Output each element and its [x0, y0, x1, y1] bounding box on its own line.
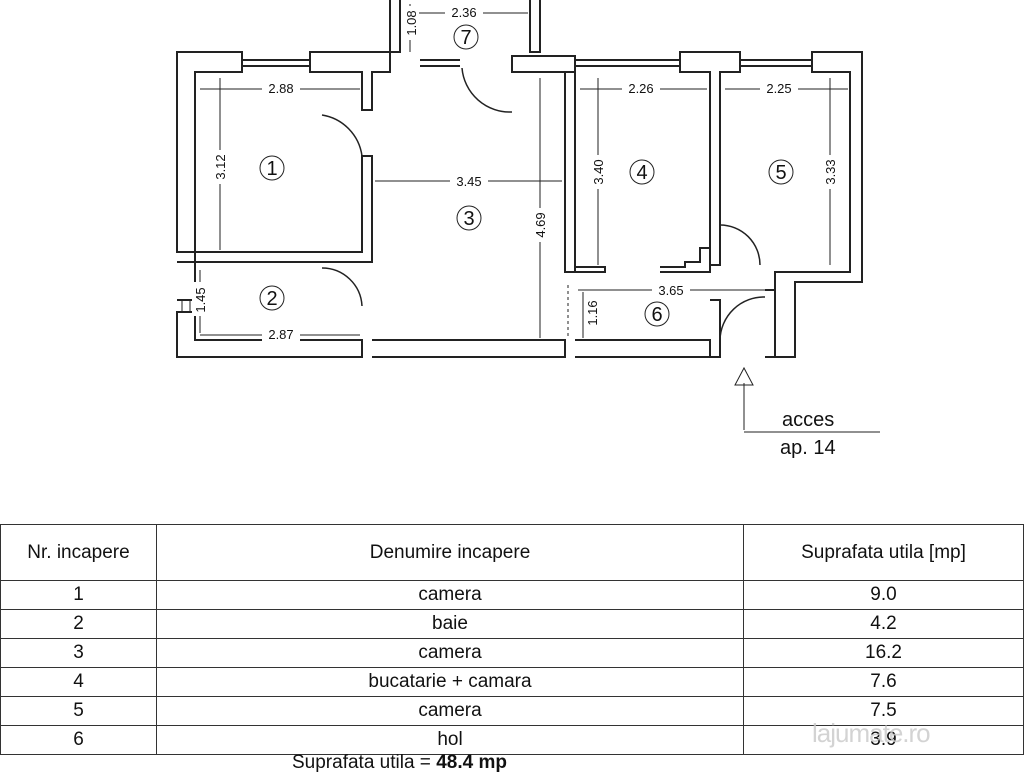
- access-label-line1: acces: [782, 409, 834, 431]
- room-area-table: Nr. incapere Denumire incapere Suprafata…: [0, 524, 1024, 755]
- cell-room-number: 3: [0, 638, 157, 668]
- dim-r3-width: 3.45: [456, 174, 481, 189]
- dim-r6-height: 1.16: [585, 300, 600, 325]
- cell-room-name: camera: [156, 638, 744, 668]
- room-marker-7: 7: [453, 24, 479, 50]
- room-number-7: 7: [460, 27, 471, 49]
- room-markers: 1 2 3 4 5 6 7: [259, 24, 794, 327]
- access-marker: [734, 366, 880, 433]
- table-row: 1 camera 9.0: [0, 580, 1024, 610]
- cell-room-number: 5: [0, 696, 157, 726]
- room-marker-6: 6: [644, 301, 670, 327]
- cell-room-area: 4.2: [743, 609, 1024, 639]
- dim-r4-width: 2.26: [628, 81, 653, 96]
- dim-r5-width: 2.25: [766, 81, 791, 96]
- cell-room-number: 1: [0, 580, 157, 610]
- room-marker-3: 3: [456, 205, 482, 231]
- dim-r6-width: 3.65: [658, 283, 683, 298]
- total-value: 48.4 mp: [436, 752, 507, 773]
- cell-room-area: 9.0: [743, 580, 1024, 610]
- table-row: 6 hol 3.9: [0, 725, 1024, 755]
- walls: [176, 0, 863, 358]
- access-label-line2: ap. 14: [780, 437, 836, 459]
- dim-r5-height: 3.33: [823, 159, 838, 184]
- cell-room-name: hol: [156, 725, 744, 755]
- cell-room-name: camera: [156, 696, 744, 726]
- cell-room-area: 3.9: [743, 725, 1024, 755]
- total-label: Suprafata utila =: [292, 752, 437, 773]
- table-row: 2 baie 4.2: [0, 609, 1024, 639]
- room-number-2: 2: [266, 288, 277, 310]
- header-room-number: Nr. incapere: [0, 524, 157, 581]
- room-marker-5: 5: [768, 159, 794, 185]
- total-useful-area: Suprafata utila = 48.4 mp: [292, 752, 507, 774]
- table-row: 3 camera 16.2: [0, 638, 1024, 668]
- table-row: 4 bucatarie + camara 7.6: [0, 667, 1024, 697]
- table-row: 5 camera 7.5: [0, 696, 1024, 726]
- room-number-1: 1: [266, 158, 277, 180]
- room-number-3: 3: [463, 208, 474, 230]
- dim-r7-height: 1.08: [404, 10, 419, 35]
- dim-r7-width: 2.36: [451, 5, 476, 20]
- header-room-name: Denumire incapere: [156, 524, 744, 581]
- door-swings: [321, 67, 766, 341]
- cell-room-name: camera: [156, 580, 744, 610]
- cell-room-number: 4: [0, 667, 157, 697]
- dim-r4-height: 3.40: [591, 159, 606, 184]
- cell-room-name: bucatarie + camara: [156, 667, 744, 697]
- room-number-6: 6: [651, 304, 662, 326]
- dim-r2-height: 1.45: [193, 287, 208, 312]
- header-useful-area: Suprafata utila [mp]: [743, 524, 1024, 581]
- room-marker-4: 4: [629, 159, 655, 185]
- cell-room-number: 6: [0, 725, 157, 755]
- room-marker-1: 1: [259, 155, 285, 181]
- floor-plan: 2.88 3.12 1.45 2.87 3.45 4.69 2.26 3.40 …: [176, 0, 880, 459]
- access-arrow-icon: [734, 366, 754, 430]
- dimension-lines: [199, 4, 848, 338]
- cell-room-name: baie: [156, 609, 744, 639]
- room-marker-2: 2: [259, 285, 285, 311]
- dim-r1-width: 2.88: [268, 81, 293, 96]
- dim-r1-height: 3.12: [213, 154, 228, 179]
- cell-room-area: 16.2: [743, 638, 1024, 668]
- table-header-row: Nr. incapere Denumire incapere Suprafata…: [0, 524, 1024, 581]
- room-number-5: 5: [775, 162, 786, 184]
- dim-r2-width: 2.87: [268, 327, 293, 342]
- cell-room-number: 2: [0, 609, 157, 639]
- site-watermark: lajumate.ro: [812, 718, 931, 748]
- dim-r3-height: 4.69: [533, 212, 548, 237]
- dimension-labels: 2.88 3.12 1.45 2.87 3.45 4.69 2.26 3.40 …: [192, 5, 838, 343]
- cell-room-area: 7.6: [743, 667, 1024, 697]
- room-number-4: 4: [636, 162, 647, 184]
- cell-room-area: 7.5: [743, 696, 1024, 726]
